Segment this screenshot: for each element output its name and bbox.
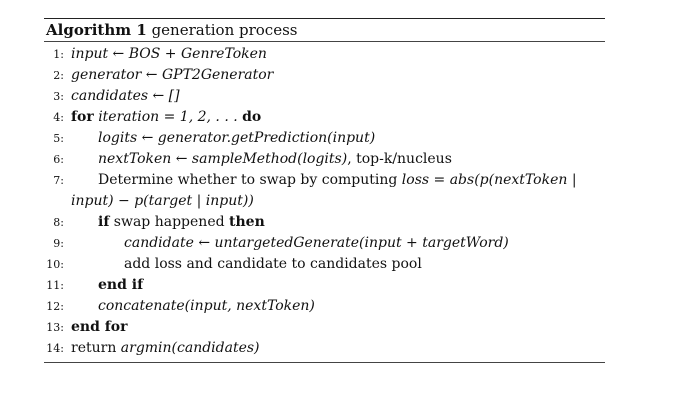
algorithm-line: 9: candidate ← untargetedGenerate(input … <box>44 233 605 254</box>
header-rule <box>44 41 605 42</box>
line-number: 3: <box>53 90 64 103</box>
if-condition: swap happened <box>113 214 225 230</box>
algorithm-line: 7: Determine whether to swap by computin… <box>44 170 605 191</box>
return-statement: return argmin(candidates) <box>71 338 260 359</box>
statement: input ← BOS + GenreToken <box>71 46 267 62</box>
line-number: 7: <box>53 174 64 187</box>
statement: add loss and candidate to candidates poo… <box>124 256 422 272</box>
statement: candidate ← untargetedGenerate(input + t… <box>124 235 509 251</box>
keyword-end-if: end if <box>98 277 144 293</box>
statement-note: , top-k/nucleus <box>347 151 452 167</box>
line-number: 14: <box>46 342 64 355</box>
line-number: 12: <box>46 300 64 313</box>
algorithm-line: 8: if swap happened then <box>44 212 605 233</box>
line-number: 2: <box>53 69 64 82</box>
line-number: 13: <box>46 321 64 334</box>
algorithm-caption: generation process <box>151 21 298 39</box>
loop-range: iteration = 1, 2, . . . <box>98 109 238 125</box>
statement: Determine whether to swap by computing l… <box>98 170 577 191</box>
algorithm-line: 6: nextToken ← sampleMethod(logits), top… <box>44 149 605 170</box>
statement: generator ← GPT2Generator <box>71 67 274 83</box>
algorithm-line: 14: return argmin(candidates) <box>44 338 605 359</box>
algorithm-line: 3: candidates ← [] <box>44 86 605 107</box>
line-number: 4: <box>53 111 64 124</box>
return-value: argmin(candidates) <box>120 340 260 356</box>
algorithm-header: Algorithm 1 generation process <box>44 19 605 41</box>
keyword-end-for: end for <box>71 319 128 335</box>
algorithm-line-continuation: input) − p(target | input)) <box>44 191 605 212</box>
algorithm-line: 2: generator ← GPT2Generator <box>44 65 605 86</box>
top-rule <box>44 18 605 19</box>
loss-formula-end: input) − p(target | input)) <box>71 193 254 209</box>
statement: nextToken ← sampleMethod(logits), top-k/… <box>98 149 452 170</box>
algorithm-line: 10: add loss and candidate to candidates… <box>44 254 605 275</box>
algorithm-label: Algorithm 1 <box>46 21 147 39</box>
algorithm-line: 11: end if <box>44 275 605 296</box>
keyword-if: if <box>98 214 110 230</box>
line-number: 10: <box>46 258 64 271</box>
algorithm-line: 5: logits ← generator.getPrediction(inpu… <box>44 128 605 149</box>
statement: concatenate(input, nextToken) <box>98 298 315 314</box>
if-statement: if swap happened then <box>98 212 265 233</box>
return-keyword: return <box>71 340 121 356</box>
line-number: 6: <box>53 153 64 166</box>
algorithm-line: 1: input ← BOS + GenreToken <box>44 44 605 65</box>
keyword-do: do <box>242 109 262 125</box>
line-number: 11: <box>46 279 64 292</box>
algorithm-block: Algorithm 1 generation process 1: input … <box>44 18 605 363</box>
line-number: 8: <box>53 216 64 229</box>
algorithm-line: 12: concatenate(input, nextToken) <box>44 296 605 317</box>
for-statement: for iteration = 1, 2, . . . do <box>71 107 261 128</box>
line-number: 5: <box>53 132 64 145</box>
bottom-rule <box>44 362 605 363</box>
algorithm-line: 4: for iteration = 1, 2, . . . do <box>44 107 605 128</box>
algorithm-line: 13: end for <box>44 317 605 338</box>
keyword-then: then <box>229 214 265 230</box>
statement-text: Determine whether to swap by computing <box>98 172 402 188</box>
line-number: 1: <box>53 48 64 61</box>
line-number: 9: <box>53 237 64 250</box>
keyword-for: for <box>71 109 94 125</box>
statement: logits ← generator.getPrediction(input) <box>98 130 376 146</box>
statement-formula: nextToken ← sampleMethod(logits) <box>98 151 348 167</box>
loss-formula-start: loss = abs(p(nextToken | <box>401 172 577 188</box>
statement: candidates ← [] <box>71 88 180 104</box>
